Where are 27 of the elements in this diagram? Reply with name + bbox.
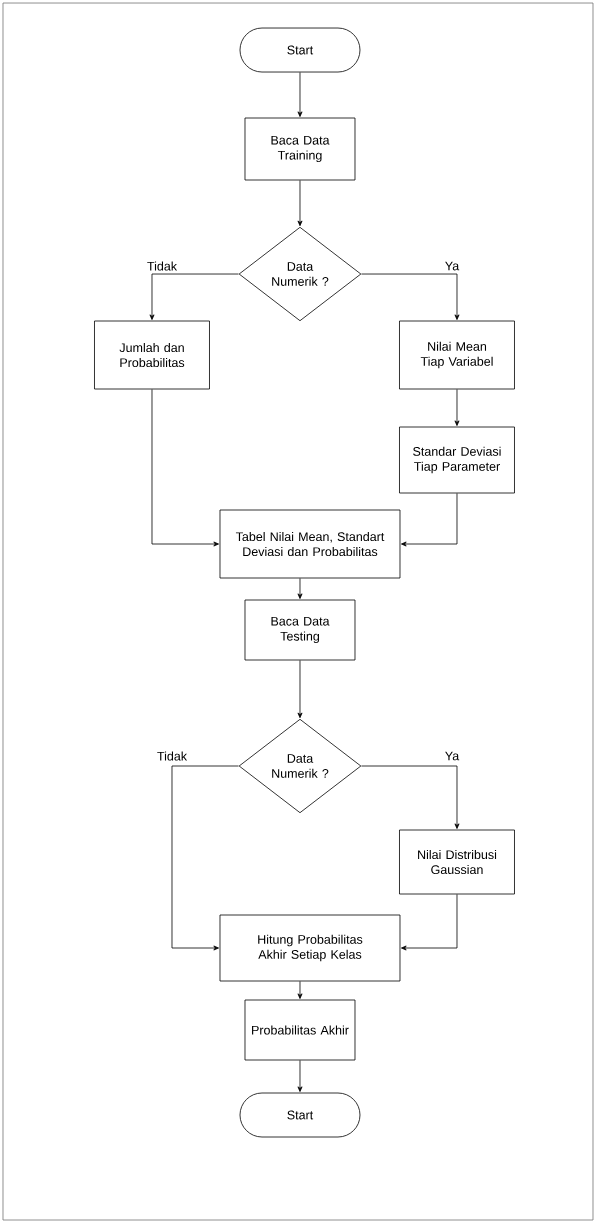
arrow xyxy=(361,273,460,320)
process-box: Baca Data Testing xyxy=(244,599,356,661)
process-box: Tabel Nilai Mean, Standart Deviasi dan Probabilitas xyxy=(219,509,401,579)
process-box: Baca Data Training xyxy=(244,117,356,181)
arrow xyxy=(401,493,458,547)
arrow xyxy=(297,578,303,599)
process-box: Standar Deviasi Tiap Parameter xyxy=(399,426,515,494)
arrow xyxy=(297,72,303,117)
process-box: Nilai Distribusi Gaussian xyxy=(399,829,515,895)
arrow xyxy=(149,273,239,320)
process-box: Probabilitas Akhir xyxy=(244,999,356,1061)
edge-label: Tidak xyxy=(145,260,179,272)
edge-label: Ya xyxy=(443,260,461,272)
process-box: Jumlah dan Probabilitas xyxy=(94,320,210,390)
process-box: Nilai Mean Tiap Variabel xyxy=(399,320,515,390)
arrow xyxy=(297,660,303,719)
arrow xyxy=(401,894,458,951)
arrow xyxy=(297,981,303,999)
arrow xyxy=(297,180,303,227)
edge-label: Tidak xyxy=(155,750,189,762)
process-box: Hitung Probabilitas Akhir Setiap Kelas xyxy=(219,914,401,982)
edge-label: Ya xyxy=(443,750,461,762)
arrow xyxy=(171,765,239,951)
arrow xyxy=(361,765,460,829)
arrow xyxy=(151,389,219,547)
arrow xyxy=(454,389,460,426)
arrow xyxy=(297,1060,303,1092)
